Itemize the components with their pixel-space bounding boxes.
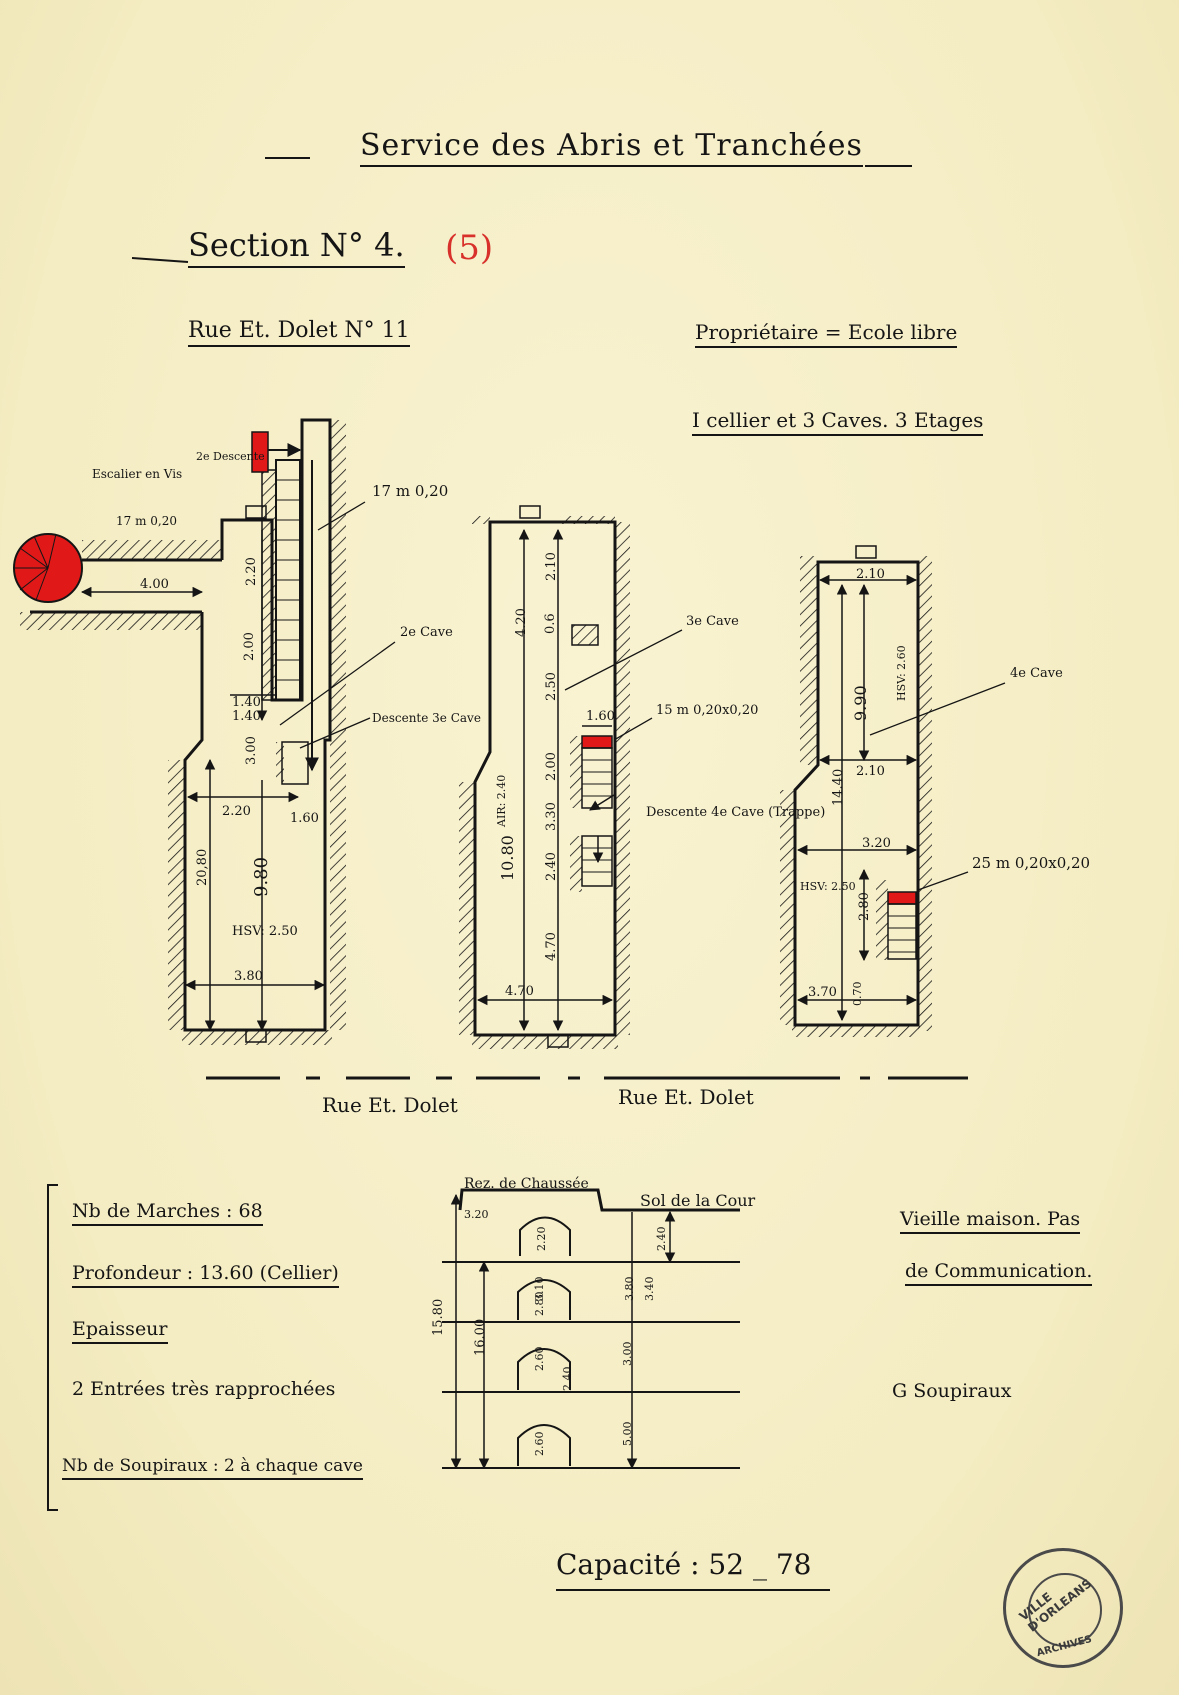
svg-text:0.6: 0.6 <box>543 613 558 634</box>
svg-text:3.20: 3.20 <box>862 836 891 851</box>
svg-text:3.80: 3.80 <box>623 1277 636 1302</box>
svg-text:5.00: 5.00 <box>621 1422 634 1447</box>
svg-text:14.40: 14.40 <box>831 769 846 806</box>
svg-text:3.40: 3.40 <box>643 1277 656 1302</box>
svg-text:2.10: 2.10 <box>544 552 559 581</box>
svg-text:9.90: 9.90 <box>851 685 870 721</box>
svg-text:2.40: 2.40 <box>544 852 559 881</box>
svg-text:2.60: 2.60 <box>533 1432 546 1457</box>
label-rez-de-chaussee: Rez. de Chaussée <box>464 1176 589 1192</box>
label-sol-cour: Sol de la Cour <box>640 1191 756 1210</box>
label-descente2: 2e Descente <box>196 450 265 463</box>
note-soupiraux: G Soupiraux <box>892 1380 1012 1402</box>
cellar-summary: I cellier et 3 Caves. 3 Etages <box>692 408 984 436</box>
info-epaisseur: Epaisseur <box>72 1318 168 1344</box>
note-communication: de Communication. <box>905 1260 1093 1286</box>
svg-text:2.00: 2.00 <box>544 752 559 781</box>
svg-text:4.70: 4.70 <box>544 932 559 961</box>
svg-text:AIR: 2.40: AIR: 2.40 <box>495 775 508 828</box>
section-elevation <box>442 1188 740 1470</box>
label-stair15: 15 m 0,20x0,20 <box>656 703 758 718</box>
svg-text:2.10: 2.10 <box>856 764 885 779</box>
svg-text:HSV: 2.50: HSV: 2.50 <box>232 924 298 939</box>
svg-text:4.00: 4.00 <box>140 577 169 592</box>
label-desc3: Descente 3e Cave <box>372 711 481 725</box>
svg-text:4.70: 4.70 <box>505 984 534 999</box>
svg-text:3.30: 3.30 <box>544 802 559 831</box>
plan1-dims: 4.00 2.20 2.00 1.40 1.40 3.00 2.20 1.60 … <box>140 557 319 984</box>
label-cave3: 3e Cave <box>686 614 739 629</box>
svg-text:3.70: 3.70 <box>808 985 837 1000</box>
label-escalier-dim: 17 m 0,20 <box>116 514 177 528</box>
section-dims: 3.20 2.20 3.10 2.80 2.60 2.60 2.40 2.40 … <box>431 1208 668 1456</box>
svg-text:15.80: 15.80 <box>431 1299 446 1336</box>
svg-text:HSV: 2.60: HSV: 2.60 <box>895 645 908 701</box>
section-number: Section N° 4. <box>188 226 405 268</box>
info-profondeur: Profondeur : 13.60 (Cellier) <box>72 1262 339 1288</box>
svg-text:3.80: 3.80 <box>234 969 263 984</box>
capacite: Capacité : 52 _ 78 <box>556 1548 812 1581</box>
info-soupiraux: Nb de Soupiraux : 2 à chaque cave <box>62 1456 363 1480</box>
descente-2-red <box>251 431 269 473</box>
svg-text:2.40: 2.40 <box>561 1367 574 1392</box>
info-bracket <box>47 1184 58 1511</box>
label-escalier: Escalier en Vis <box>92 467 182 481</box>
svg-text:1.60: 1.60 <box>586 709 615 724</box>
label-stair17: 17 m 0,20 <box>372 482 448 500</box>
plan-cave-3 <box>459 505 630 1049</box>
svg-text:0.70: 0.70 <box>851 982 864 1007</box>
svg-text:10.80: 10.80 <box>498 835 517 881</box>
section-reference: (5) <box>445 228 494 268</box>
svg-text:1.60: 1.60 <box>290 811 319 826</box>
label-cave2: 2e Cave <box>400 625 453 640</box>
svg-text:2.80: 2.80 <box>533 1292 546 1317</box>
svg-text:1.40: 1.40 <box>232 695 261 710</box>
svg-text:16.00: 16.00 <box>473 1319 488 1356</box>
plan3-dims: 2.10 HSV: 2.60 9.90 2.10 14.40 3.20 HSV:… <box>800 567 908 1006</box>
svg-text:2.40: 2.40 <box>655 1227 668 1252</box>
label-cave4: 4e Cave <box>1010 666 1063 681</box>
svg-text:1.40: 1.40 <box>232 709 261 724</box>
street-address: Rue Et. Dolet N° 11 <box>188 318 410 347</box>
svg-text:2.80: 2.80 <box>857 892 872 921</box>
info-entrees: 2 Entrées très rapprochées <box>72 1378 336 1400</box>
street-label-b: Rue Et. Dolet <box>618 1085 754 1109</box>
archives-stamp: VILLE D'ORLEANS ARCHIVES <box>1003 1548 1123 1668</box>
svg-text:20,80: 20,80 <box>195 849 210 886</box>
svg-text:2.20: 2.20 <box>535 1227 548 1252</box>
svg-text:HSV: 2.50: HSV: 2.50 <box>800 880 856 893</box>
label-stair25: 25 m 0,20x0,20 <box>972 854 1090 872</box>
svg-text:3.10: 3.10 <box>533 1277 546 1302</box>
svg-text:2.50: 2.50 <box>544 672 559 701</box>
note-vieille-maison: Vieille maison. Pas <box>900 1208 1081 1234</box>
svg-text:2.00: 2.00 <box>242 632 257 661</box>
info-marches: Nb de Marches : 68 <box>72 1200 263 1226</box>
street-label-a: Rue Et. Dolet <box>322 1093 458 1117</box>
plan-cellier <box>13 418 346 1045</box>
svg-text:2.10: 2.10 <box>856 567 885 582</box>
svg-text:2.20: 2.20 <box>222 804 251 819</box>
svg-text:3.00: 3.00 <box>244 736 259 765</box>
plan2-dims: 4.20 2.10 0.6 2.50 1.60 2.00 3.30 2.40 4… <box>495 552 615 999</box>
svg-text:2.20: 2.20 <box>244 557 259 586</box>
svg-text:2.60: 2.60 <box>533 1347 546 1372</box>
section-leader <box>131 257 189 263</box>
svg-text:3.00: 3.00 <box>621 1342 634 1367</box>
svg-text:4.20: 4.20 <box>514 608 529 637</box>
label-desc4: Descente 4e Cave (Trappe) <box>646 805 825 820</box>
document-title: Service des Abris et Tranchées <box>360 128 863 167</box>
plan-cave-4 <box>780 545 932 1037</box>
svg-text:3.20: 3.20 <box>464 1208 489 1221</box>
owner-line: Propriétaire = Ecole libre <box>695 320 958 348</box>
svg-text:9.80: 9.80 <box>251 857 272 897</box>
